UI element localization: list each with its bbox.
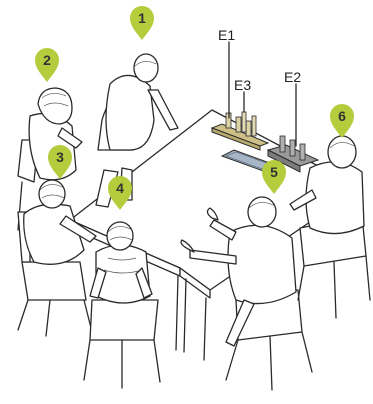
pin-2-label: 2 (43, 52, 51, 68)
person-3 (18, 180, 96, 336)
pin-3-label: 3 (56, 149, 64, 165)
pin-6: 6 (330, 104, 354, 138)
pin-2: 2 (35, 48, 59, 82)
pin-1: 1 (130, 6, 154, 40)
pin-1-label: 1 (138, 10, 146, 26)
label-e1: E1 (218, 27, 235, 43)
label-e3: E3 (234, 77, 251, 93)
pin-5-label: 5 (270, 164, 278, 180)
pin-4-label: 4 (116, 180, 124, 196)
label-e2: E2 (284, 69, 301, 85)
pin-6-label: 6 (338, 108, 346, 124)
